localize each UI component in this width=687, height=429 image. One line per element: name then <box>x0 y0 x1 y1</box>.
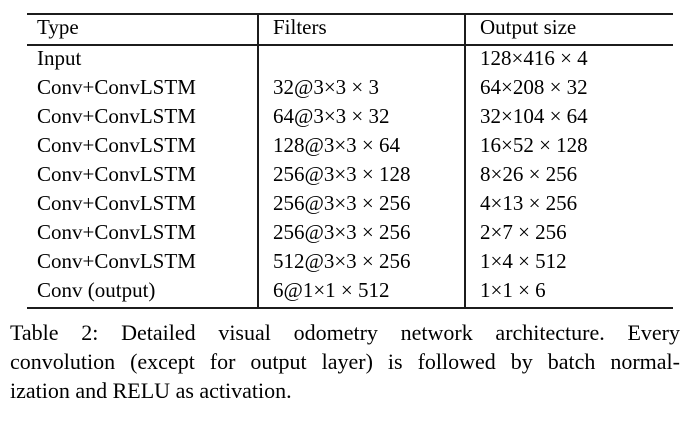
cell-filters: 128@3×3 × 64 <box>257 133 465 162</box>
cell-type: Conv+ConvLSTM <box>37 162 196 186</box>
cell-filters: 6@1×1 × 512 <box>257 278 465 308</box>
cell-output-size: 1×1 × 6 <box>464 278 673 308</box>
cell-filters: 32@3×3 × 3 <box>257 75 465 104</box>
table-row: Conv+ConvLSTM 256@3×3 × 256 2×7 × 256 <box>27 220 673 249</box>
cell-output-size: 2×7 × 256 <box>464 220 673 249</box>
cell-output-size: 1×4 × 512 <box>464 249 673 278</box>
cell-type: Conv (output) <box>37 278 156 302</box>
cell-output-size: 32×104 × 64 <box>464 104 673 133</box>
cell-type: Conv+ConvLSTM <box>37 104 196 128</box>
caption-line: Table 2: Detailed visual odometry networ… <box>10 320 680 345</box>
cell-type: Conv+ConvLSTM <box>37 191 196 215</box>
cell-output-size: 128×416 × 4 <box>464 45 673 75</box>
cell-type: Conv+ConvLSTM <box>37 220 196 244</box>
cell-filters: 256@3×3 × 256 <box>257 220 465 249</box>
cell-filters: 512@3×3 × 256 <box>257 249 465 278</box>
table-row: Conv+ConvLSTM 256@3×3 × 128 8×26 × 256 <box>27 162 673 191</box>
column-header-type: Type <box>27 14 258 46</box>
cell-output-size: 64×208 × 32 <box>464 75 673 104</box>
caption-line: ization and RELU as activation. <box>10 378 292 403</box>
cell-filters: 256@3×3 × 128 <box>257 162 465 191</box>
cell-filters: 64@3×3 × 32 <box>257 104 465 133</box>
cell-output-size: 8×26 × 256 <box>464 162 673 191</box>
table-header-row: Type Filters Output size <box>27 14 673 46</box>
table-row: Conv+ConvLSTM 32@3×3 × 3 64×208 × 32 <box>27 75 673 104</box>
cell-filters: 256@3×3 × 256 <box>257 191 465 220</box>
table-row: Input 128×416 × 4 <box>27 45 673 75</box>
table-row: Conv+ConvLSTM 128@3×3 × 64 16×52 × 128 <box>27 133 673 162</box>
table-row: Conv+ConvLSTM 512@3×3 × 256 1×4 × 512 <box>27 249 673 278</box>
column-header-output-size: Output size <box>464 14 673 46</box>
cell-type: Conv+ConvLSTM <box>37 249 196 273</box>
architecture-table: Type Filters Output size Input 128×416 ×… <box>27 13 673 309</box>
cell-type: Input <box>37 46 82 70</box>
column-header-filters: Filters <box>257 14 465 46</box>
table-caption: Table 2: Detailed visual odometry networ… <box>10 318 680 405</box>
cell-output-size: 4×13 × 256 <box>464 191 673 220</box>
cell-filters <box>257 45 465 75</box>
caption-line: convolution (except for output layer) is… <box>10 349 680 374</box>
table-row: Conv+ConvLSTM 256@3×3 × 256 4×13 × 256 <box>27 191 673 220</box>
cell-type: Conv+ConvLSTM <box>37 133 196 157</box>
table-row: Conv (output) 6@1×1 × 512 1×1 × 6 <box>27 278 673 308</box>
cell-type: Conv+ConvLSTM <box>37 75 196 99</box>
table-row: Conv+ConvLSTM 64@3×3 × 32 32×104 × 64 <box>27 104 673 133</box>
cell-output-size: 16×52 × 128 <box>464 133 673 162</box>
